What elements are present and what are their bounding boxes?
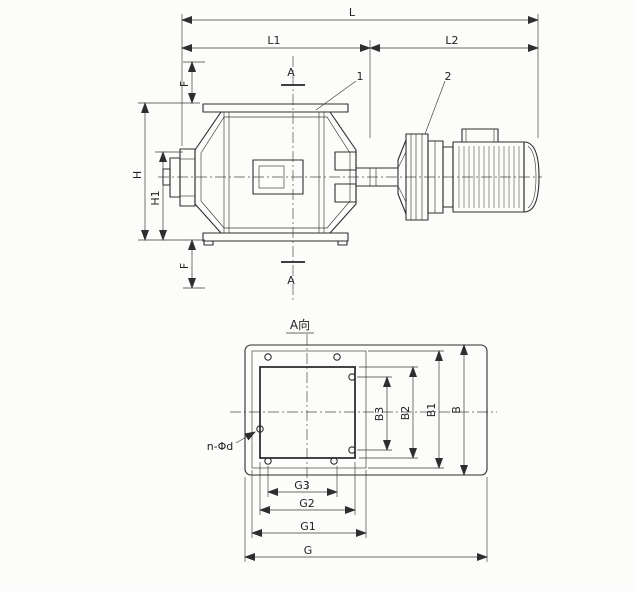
side-view: A A 1 2 (131, 6, 542, 300)
callout-2: 2 (445, 70, 452, 83)
terminal-box (461, 128, 499, 143)
flange-vertical-dimensions: B3 B2 B1 B (357, 344, 468, 476)
right-bearing (334, 151, 357, 203)
dim-label-G2: G2 (299, 497, 315, 510)
dim-label-G: G (304, 544, 313, 557)
gearbox-ribbed-flange (405, 133, 454, 221)
dim-label-G3: G3 (294, 479, 310, 492)
bolt-callout: n-Φd (207, 431, 256, 453)
dim-label-B1: B1 (425, 403, 438, 418)
dim-label-F-bottom: F (178, 263, 191, 269)
flange-horizontal-dimensions: G3 G2 G1 G (244, 462, 488, 562)
flange-view: A向 n-Φd (207, 317, 497, 562)
part-callouts: 1 2 (315, 70, 452, 135)
rotor-hub (252, 159, 304, 195)
raised-face (251, 350, 367, 469)
motor-fins (458, 146, 520, 208)
casing-outline (194, 111, 357, 234)
dim-label-L1: L1 (267, 34, 280, 47)
tie-rods (223, 112, 325, 233)
bolt-hole (264, 457, 272, 465)
bolt-hole (333, 353, 341, 361)
section-label-top: A (287, 66, 295, 79)
bolt-holes (256, 353, 356, 465)
top-flange (202, 103, 349, 113)
dim-label-B3: B3 (373, 407, 386, 422)
dim-label-H1: H1 (149, 190, 162, 205)
left-bearing-cover (162, 148, 196, 207)
dim-label-F-top: F (178, 81, 191, 87)
dim-label-G1: G1 (300, 520, 316, 533)
bolt-hole (348, 446, 356, 454)
dim-label-B: B (450, 406, 463, 414)
bolt-hole (264, 353, 272, 361)
gearbox-bell (397, 139, 407, 215)
bolt-hole (330, 457, 338, 465)
bottom-flange (202, 232, 349, 246)
dim-label-B2: B2 (399, 406, 412, 421)
callout-1: 1 (357, 70, 364, 83)
valve-body (162, 103, 357, 246)
dim-label-L2: L2 (445, 34, 458, 47)
casing-inner-wall (200, 116, 351, 229)
dim-label-L: L (349, 6, 356, 19)
bolt-callout-label: n-Φd (207, 440, 234, 453)
section-marks: A A (281, 66, 305, 287)
dim-label-H: H (131, 171, 144, 179)
fan-cowl (523, 141, 540, 213)
drive-train (355, 128, 540, 221)
side-view-dimensions: L L1 L2 H H1 F F (131, 6, 539, 289)
drive-shaft (355, 167, 399, 187)
motor (452, 128, 540, 213)
bolt-hole (348, 373, 356, 381)
inlet-opening (259, 366, 356, 459)
bolt-hole (256, 425, 264, 433)
section-label-bottom: A (287, 274, 295, 287)
view-label: A向 (290, 317, 310, 332)
